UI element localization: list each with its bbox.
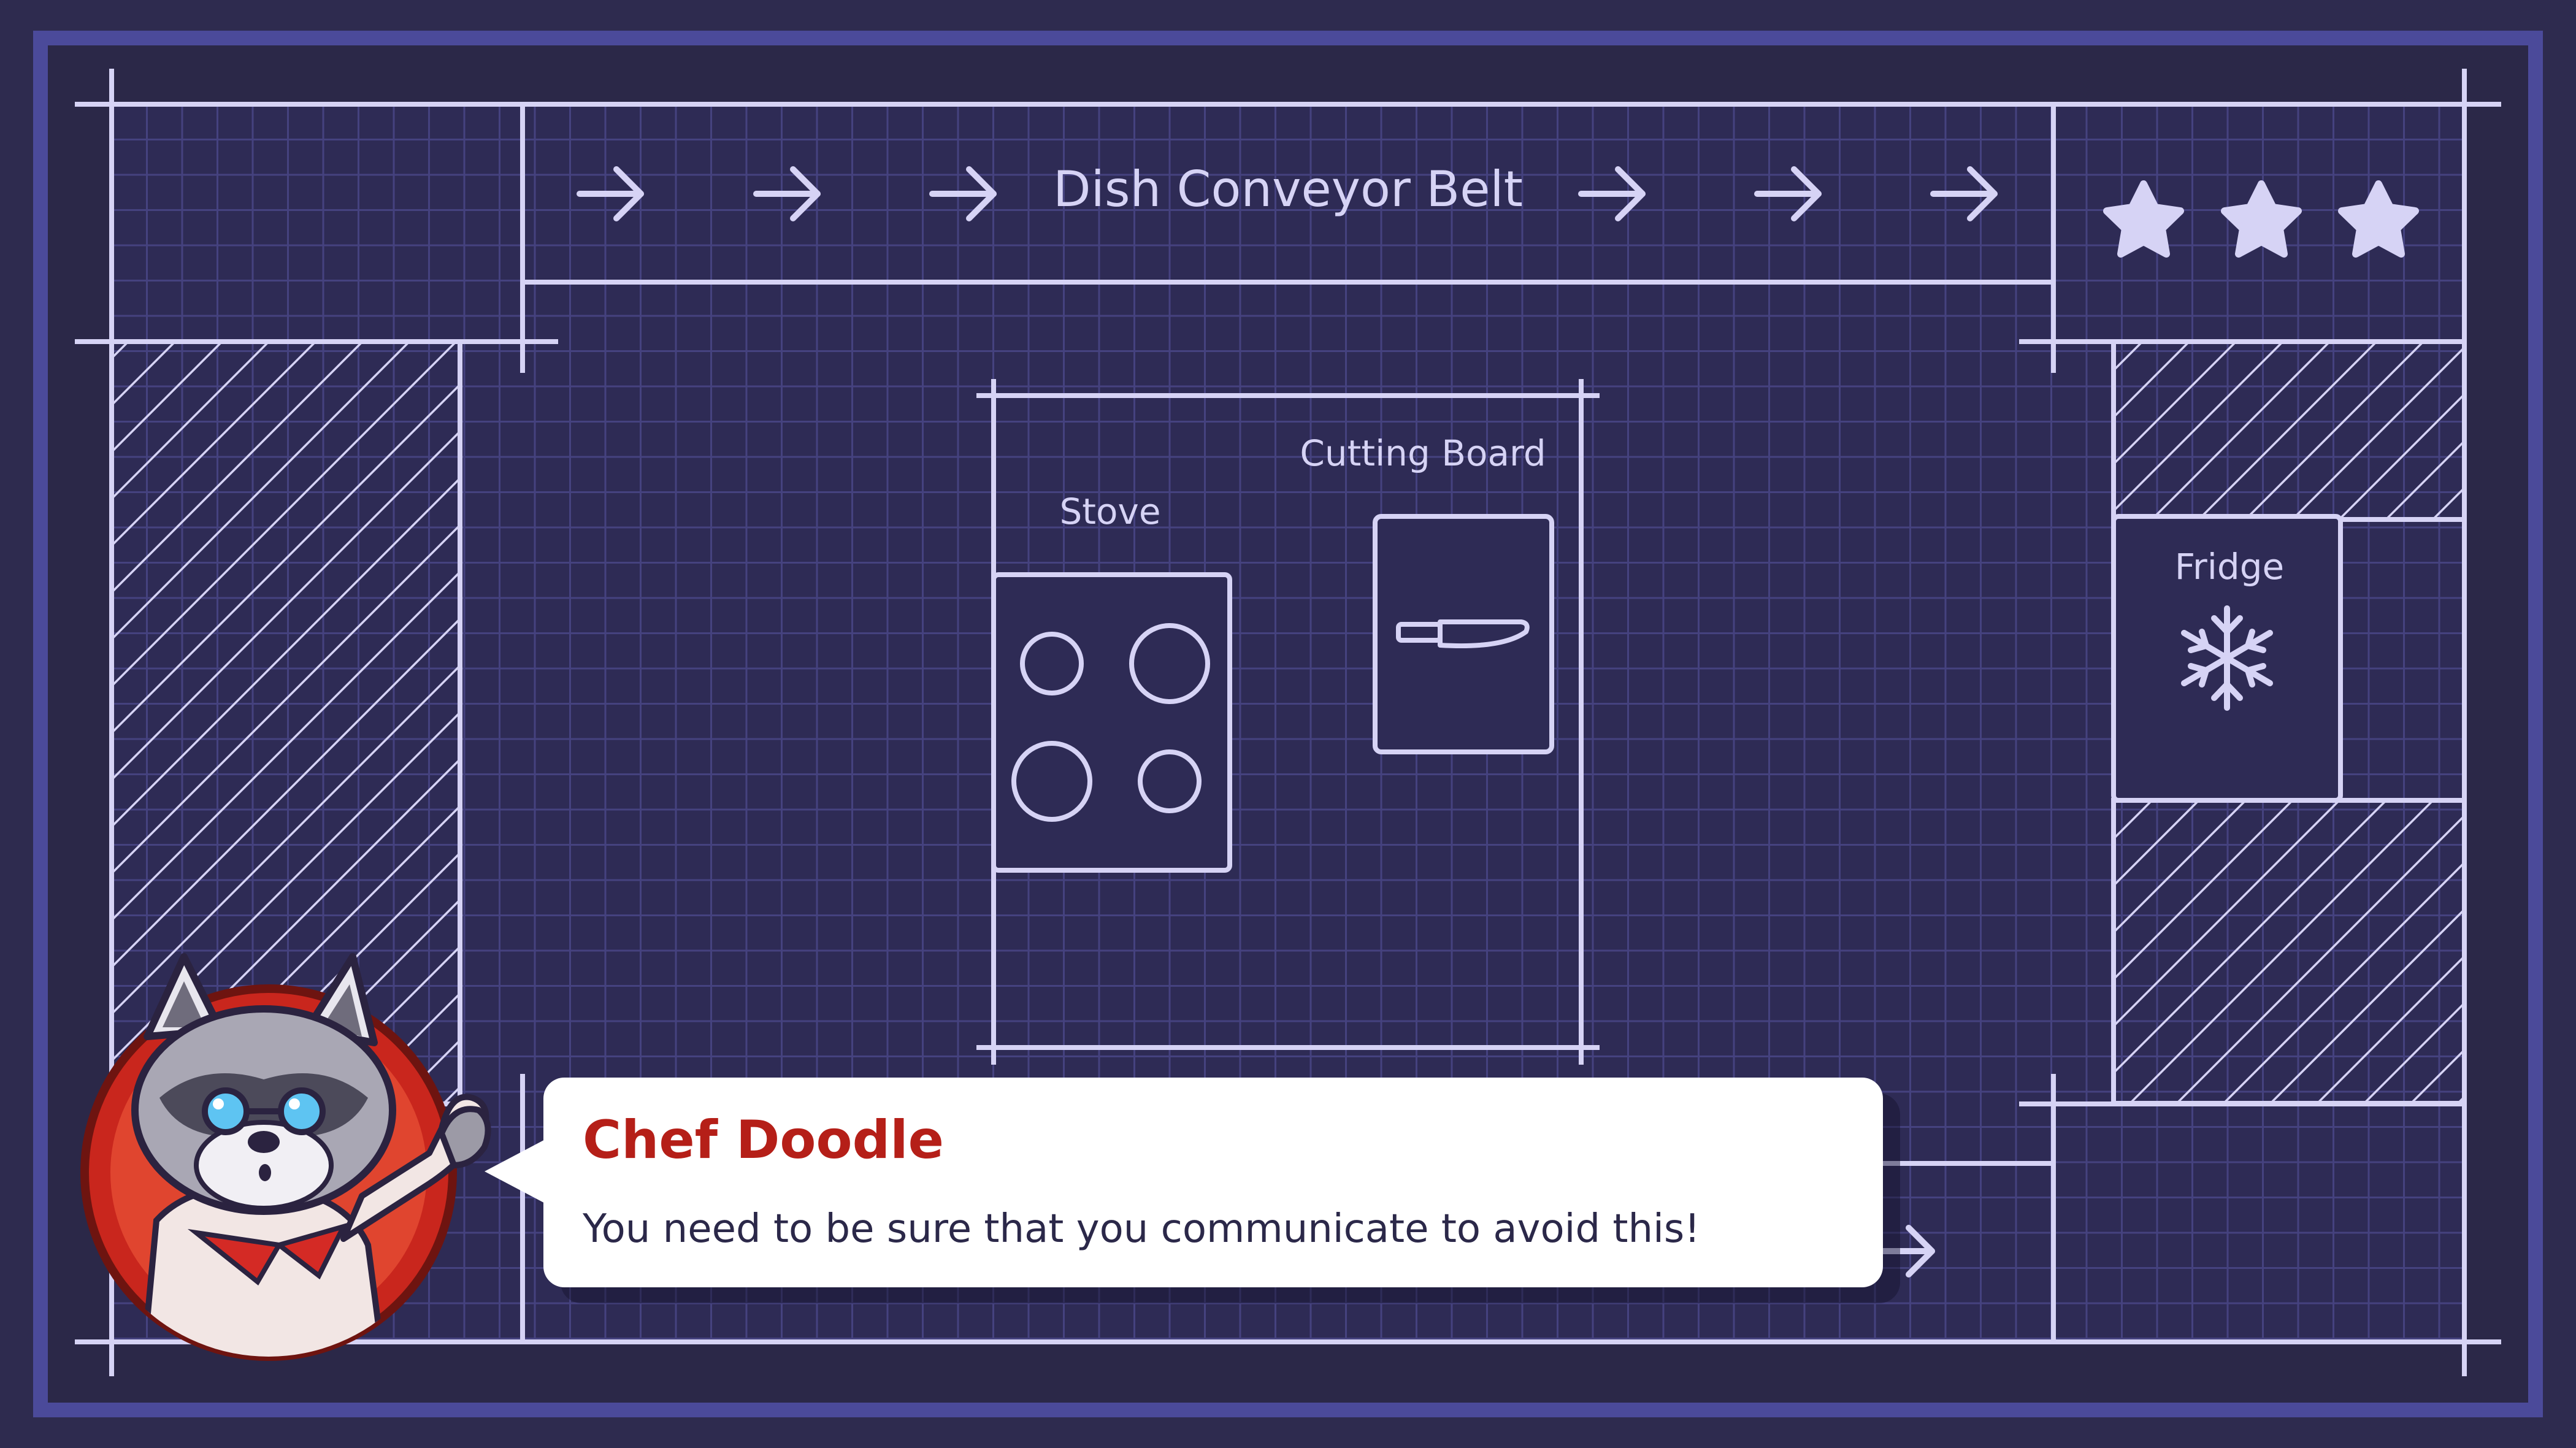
star-icon <box>2103 180 2184 258</box>
conveyor-belt-label: Dish Conveyor Belt <box>1052 161 1523 218</box>
fridge-station <box>2111 514 2343 803</box>
arrow-right-icon <box>1578 166 1646 221</box>
burner-icon <box>1138 749 1202 813</box>
arrow-right-icon <box>1930 166 1998 221</box>
fridge-label: Fridge <box>2174 546 2285 588</box>
wall-right-upper <box>2111 339 2467 522</box>
cutting-board-station <box>1373 514 1554 754</box>
stove-label: Stove <box>1059 491 1161 532</box>
dialog-message: You need to be sure that you communicate… <box>583 1206 1700 1252</box>
arrow-right-icon <box>1754 166 1822 221</box>
star-icon <box>2221 180 2302 258</box>
burner-icon <box>1020 632 1084 695</box>
arrow-right-icon <box>929 166 997 221</box>
arrow-right-icon <box>753 166 821 221</box>
raccoon-chef-avatar <box>80 953 491 1361</box>
star-rating <box>2103 180 2419 258</box>
speaker-name: Chef Doodle <box>583 1109 944 1171</box>
dialog-box[interactable]: Chef Doodle You need to be sure that you… <box>543 1078 1883 1287</box>
conveyor-arrows <box>577 166 1998 1278</box>
blueprint-outlines <box>75 69 2501 1376</box>
stove-station <box>991 572 1232 873</box>
knife-icon <box>1396 619 1530 649</box>
snowflake-icon <box>2181 605 2273 711</box>
star-icon <box>2338 180 2419 258</box>
wall-right-lower <box>2111 798 2467 1106</box>
dialog-tail <box>485 1136 552 1207</box>
burner-icon <box>1011 741 1092 822</box>
cutting-board-label: Cutting Board <box>1300 432 1546 474</box>
burner-icon <box>1129 623 1210 704</box>
wall-left <box>109 339 462 1106</box>
arrow-right-icon <box>577 166 644 221</box>
